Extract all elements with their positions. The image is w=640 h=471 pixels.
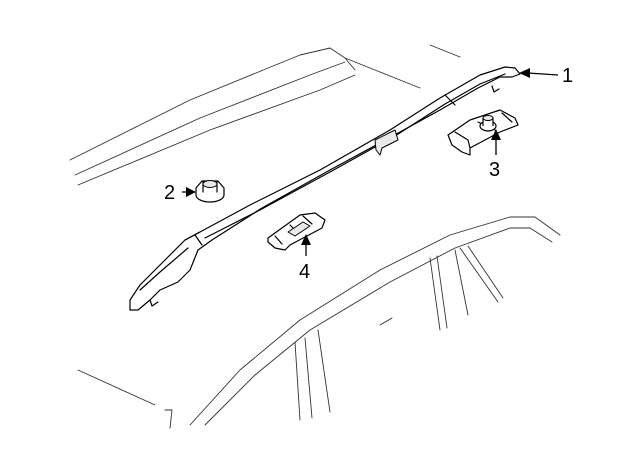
- door-frame-outline: [189, 216, 561, 426]
- nut: [195, 180, 225, 203]
- callout-2-label: 2: [164, 182, 175, 204]
- front-bracket: [267, 212, 326, 251]
- callout-2: 2: [164, 182, 196, 204]
- rear-bracket: [447, 109, 519, 156]
- roof-rail: [129, 66, 521, 311]
- callout-3-label: 3: [489, 159, 500, 181]
- callout-3: 3: [489, 129, 501, 181]
- callout-1-label: 1: [562, 65, 573, 87]
- callout-4-label: 4: [299, 261, 310, 283]
- roof-outline: [69, 44, 461, 429]
- callout-1: 1: [519, 65, 573, 87]
- callout-4: 4: [299, 234, 311, 283]
